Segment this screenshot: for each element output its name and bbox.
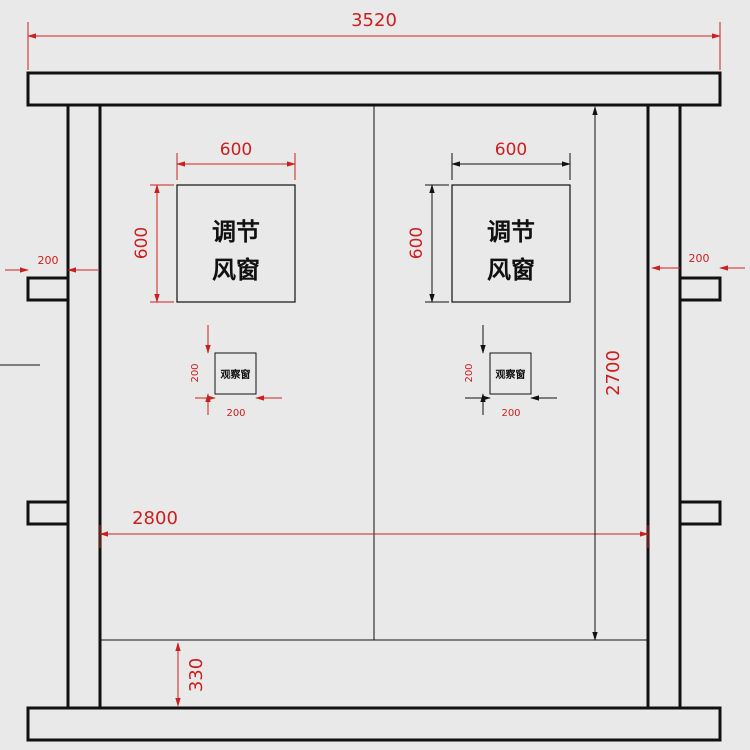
left-vent-window: 调节 风窗	[176, 184, 296, 303]
door-height-label: 2700	[603, 350, 624, 396]
dim-sill-height: 330	[175, 642, 207, 707]
right-vent-label-line1: 调节	[487, 218, 535, 246]
right-viewport-width-label: 200	[501, 408, 520, 419]
right-vent-window: 调节 风窗	[451, 184, 571, 303]
right-viewport: 观察窗	[489, 352, 532, 395]
right-lug-upper	[678, 276, 722, 302]
left-vent-label-line1: 调节	[212, 218, 260, 246]
left-vent-width-label: 600	[220, 140, 252, 160]
right-vent-height-label: 600	[407, 227, 427, 259]
left-viewport-label: 观察窗	[221, 368, 251, 381]
top-beam	[26, 71, 722, 107]
dim-left-vent-height: 600	[132, 184, 174, 303]
left-viewport-width-label: 200	[226, 408, 245, 419]
dim-left-viewport: 200 200	[190, 325, 282, 419]
left-post	[66, 103, 102, 710]
dim-door-height: 2700	[586, 104, 624, 641]
left-vent-height-label: 600	[132, 227, 152, 259]
right-lug-lower	[678, 500, 722, 526]
dim-right-viewport: 200 200	[464, 325, 557, 419]
dim-right-post: 200	[651, 252, 745, 271]
left-lug-upper	[26, 276, 70, 302]
right-post	[646, 103, 682, 710]
dim-right-vent-width: 600	[451, 140, 571, 180]
left-viewport-height-label: 200	[190, 363, 201, 382]
overall-width-label: 3520	[351, 10, 397, 31]
right-vent-width-label: 600	[495, 140, 527, 160]
dim-left-post: 200	[5, 254, 98, 273]
right-vent-label-line2: 风窗	[487, 256, 535, 284]
door-leaves	[100, 105, 648, 641]
right-viewport-label: 观察窗	[496, 368, 526, 381]
dim-overall-width: 3520	[27, 10, 721, 70]
left-vent-label-line2: 风窗	[212, 256, 260, 284]
opening-width-label: 2800	[132, 508, 178, 529]
sill-height-label: 330	[186, 658, 207, 692]
bottom-beam	[26, 706, 722, 742]
dim-left-vent-width: 600	[176, 140, 296, 180]
left-post-offset-label: 200	[38, 254, 59, 267]
left-viewport: 观察窗	[214, 352, 257, 395]
left-lug-lower	[26, 500, 70, 526]
dim-opening-width: 2800	[99, 508, 649, 548]
dim-right-vent-height: 600	[407, 184, 449, 303]
right-post-offset-label: 200	[689, 252, 710, 265]
right-viewport-height-label: 200	[464, 363, 475, 382]
